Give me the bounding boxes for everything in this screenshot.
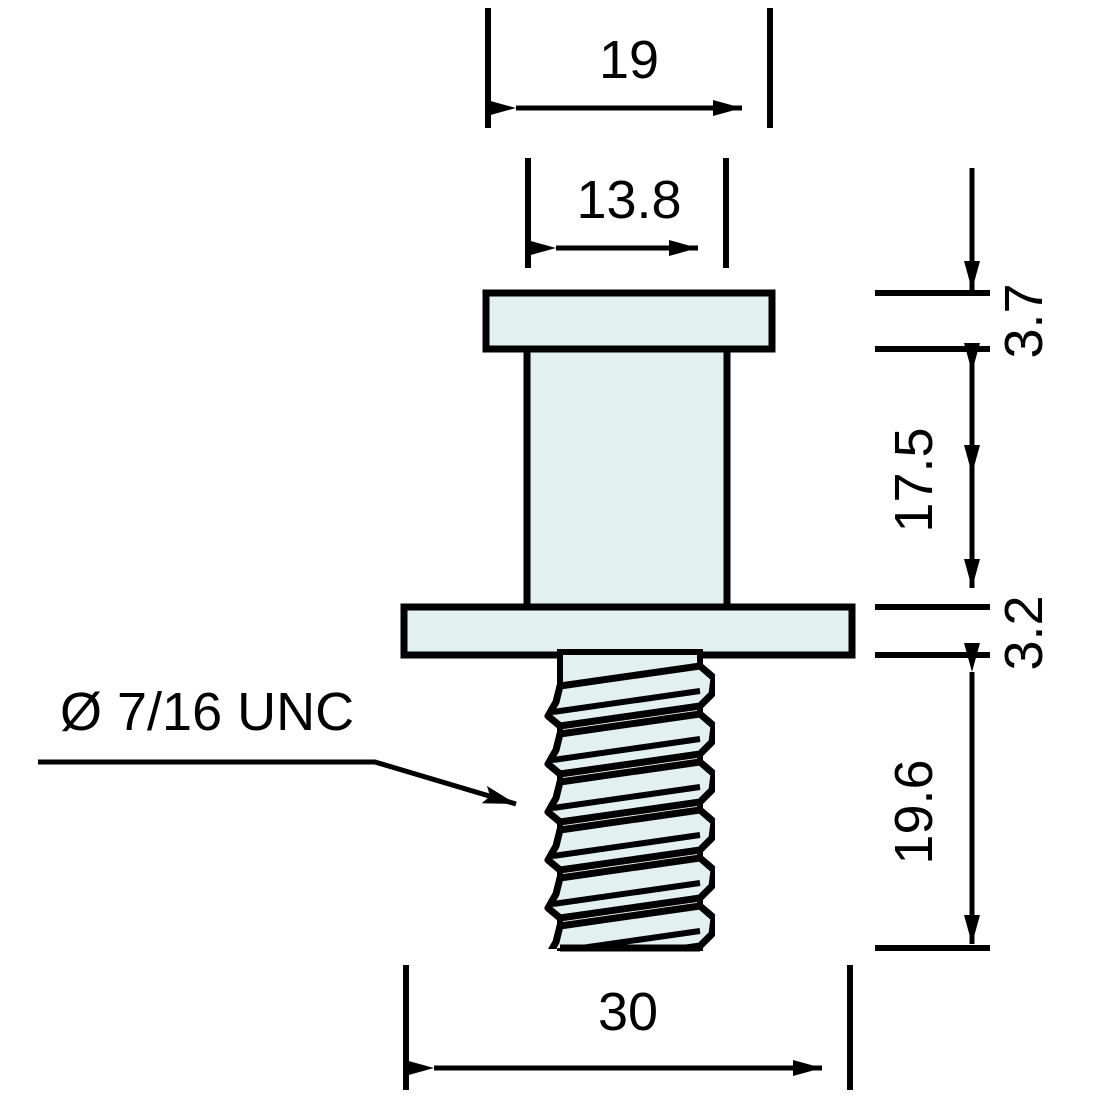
shank-body [523, 345, 731, 615]
shank-length-dimension: 17.5 [884, 343, 980, 588]
dim-value-30: 30 [598, 982, 658, 1042]
head-width-dimension: 19 [485, 8, 773, 128]
head-rect [482, 289, 776, 353]
shank-rect [523, 345, 731, 615]
shank-width-dimension: 13.8 [525, 158, 729, 268]
dim-value-19: 19 [599, 30, 659, 90]
thread-callout: Ø 7/16 UNC [38, 682, 517, 807]
thread-turn-5 [544, 854, 715, 922]
thread-helix-group [544, 663, 715, 949]
thread-length-dimension: 19.6 [875, 643, 990, 951]
thread-root-2 [552, 736, 701, 763]
flange-rect [400, 603, 856, 659]
thread-root-1 [552, 688, 701, 715]
flange-body [400, 603, 856, 659]
dim-value-19-6: 19.6 [884, 759, 944, 864]
thread-turn-4 [544, 806, 715, 874]
part-geometry [400, 289, 856, 952]
thread-turn-3 [544, 758, 715, 826]
dim-value-3-7: 3.7 [994, 283, 1054, 358]
threaded-shaft [544, 649, 715, 952]
thread-turn-1 [544, 663, 715, 730]
dim-value-3-2: 3.2 [994, 595, 1054, 670]
dim-value-13-8: 13.8 [576, 170, 681, 230]
thread-turn-6 [547, 902, 715, 949]
dim-value-17-5: 17.5 [884, 427, 944, 532]
flange-thickness-dimension: 3.2 [875, 595, 1054, 671]
thread-root-5 [552, 880, 701, 907]
callout-leader-line [38, 759, 517, 807]
thread-root-4 [552, 832, 701, 859]
head-body [482, 289, 776, 353]
thread-root-3 [552, 784, 701, 811]
thread-callout-label: Ø 7/16 UNC [60, 682, 354, 742]
flange-width-dimension: 30 [403, 965, 853, 1090]
thread-turn-2 [544, 710, 715, 778]
